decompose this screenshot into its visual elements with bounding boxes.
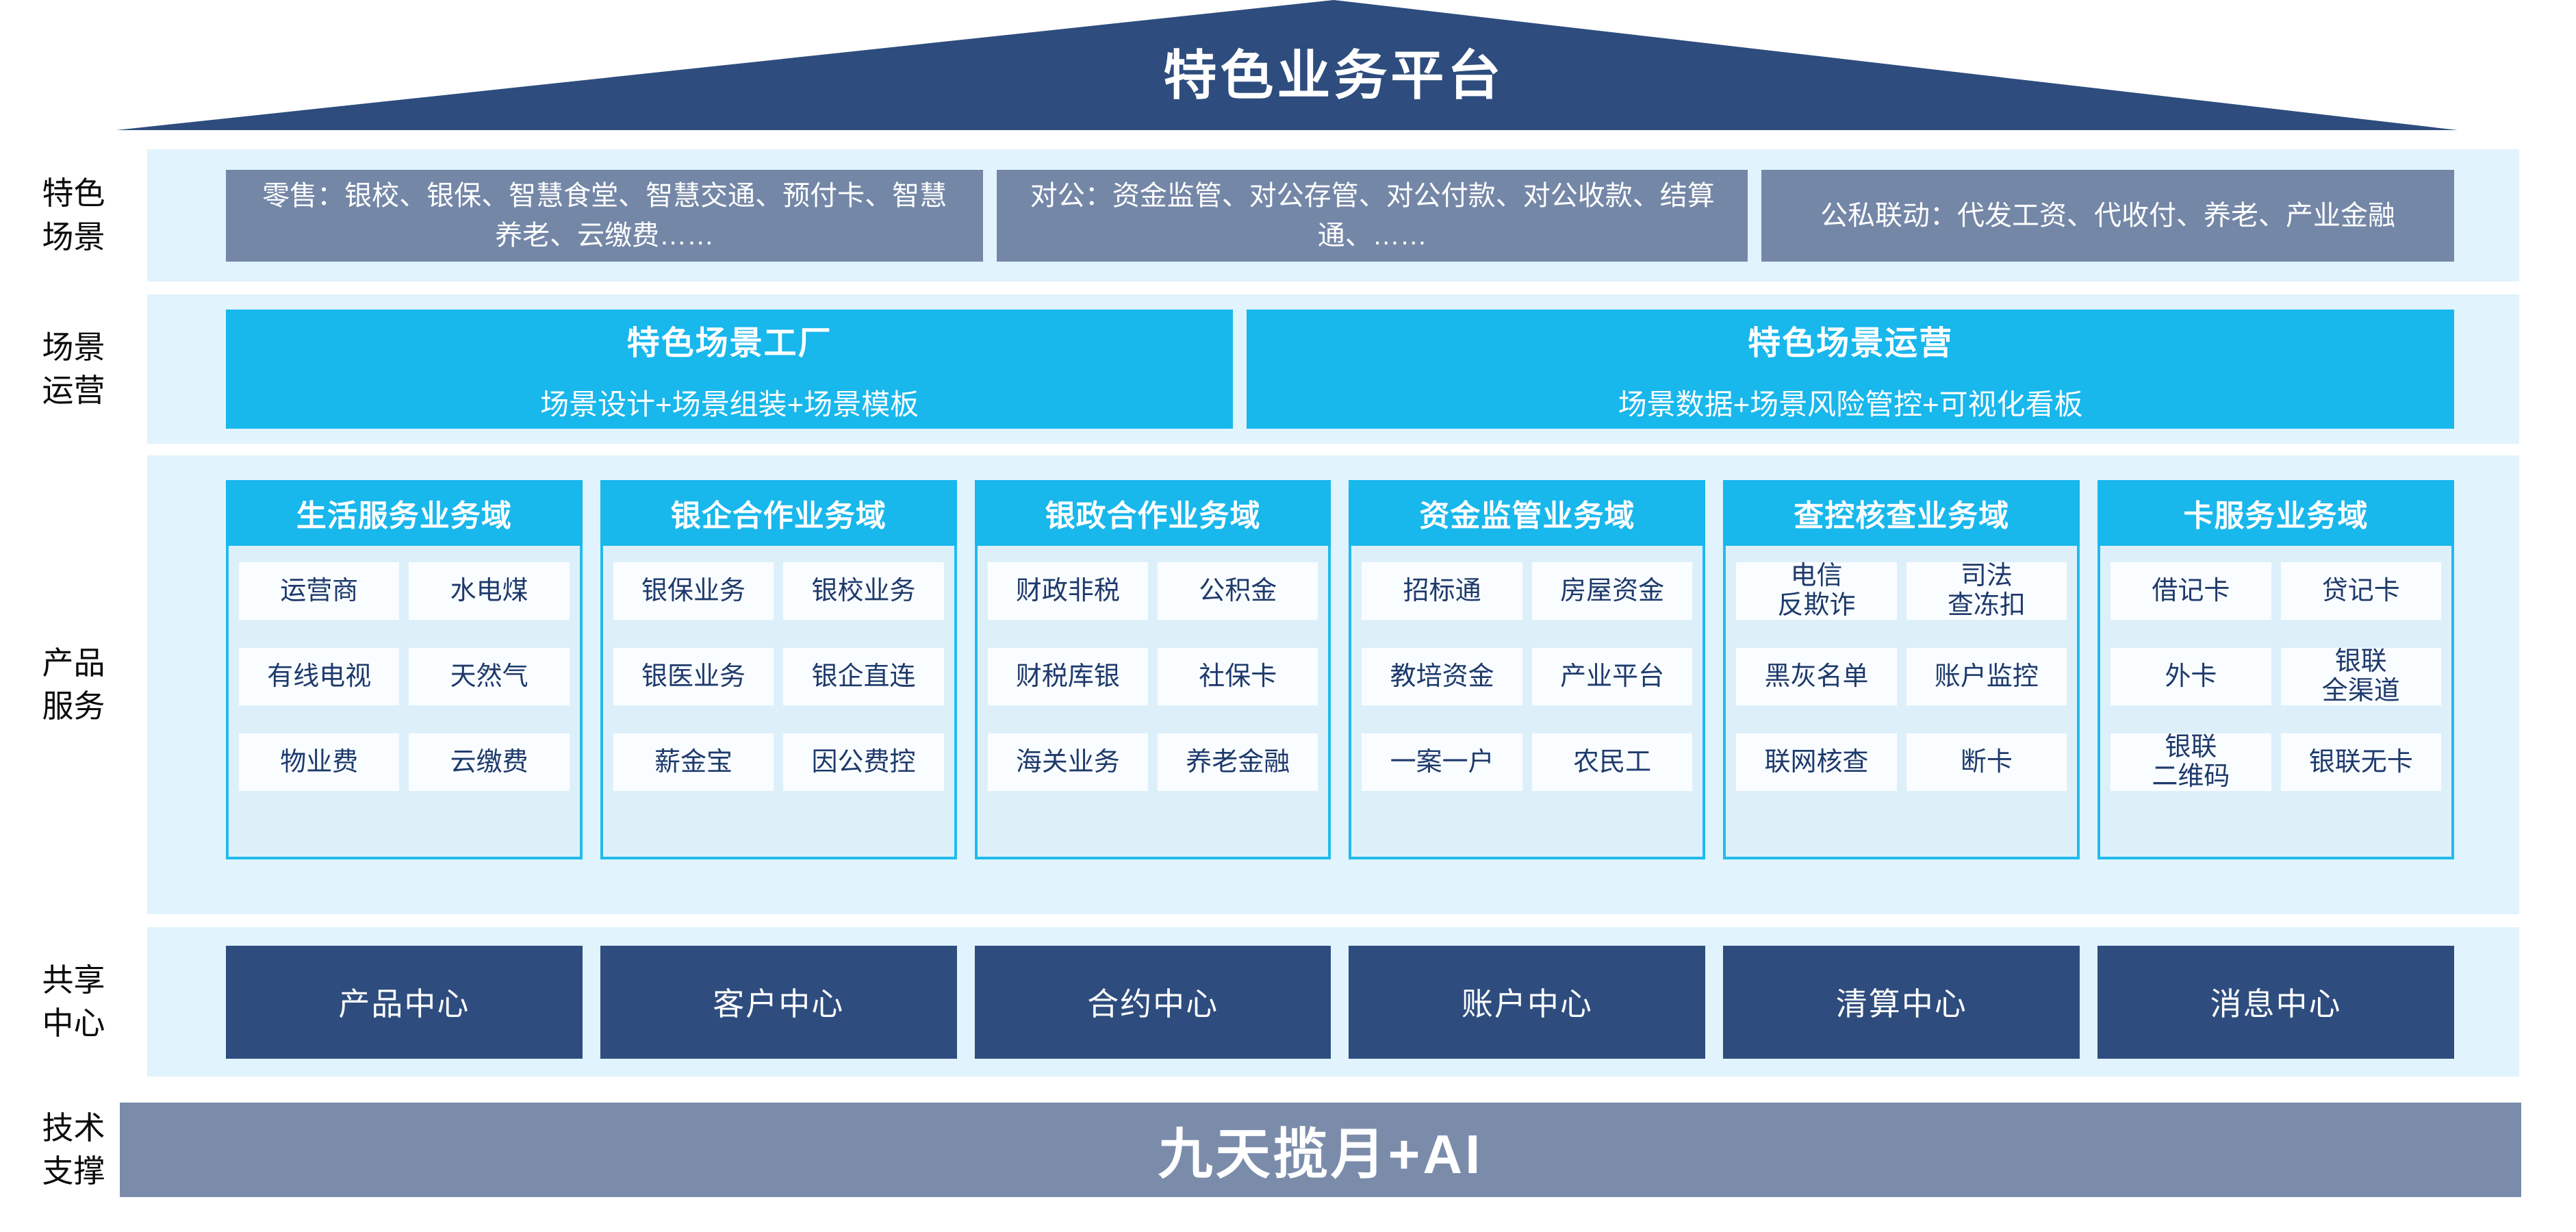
scene-operation-subtitle: 场景数据+场景风险管控+可视化看板 xyxy=(1618,388,2083,420)
product-cell: 外卡 xyxy=(2110,648,2271,705)
product-cell: 公积金 xyxy=(1158,562,1318,620)
shared-row-panel: 产品中心 客户中心 合约中心 账户中心 清算中心 消息中心 xyxy=(147,927,2519,1077)
product-cell: 司法 查冻扣 xyxy=(1906,562,2067,620)
scene-factory-box: 特色场景工厂 场景设计+场景组装+场景模板 xyxy=(226,310,1234,429)
product-cell: 贷记卡 xyxy=(2280,562,2441,620)
product-cell: 一案一户 xyxy=(1362,733,1522,791)
row-label-shared: 共享 中心 xyxy=(42,961,105,1041)
product-cell: 养老金融 xyxy=(1158,733,1318,791)
column-header: 查控核查业务域 xyxy=(1723,480,2080,546)
product-cell: 天然气 xyxy=(409,648,570,705)
product-cell: 运营商 xyxy=(239,562,400,620)
column-body: 运营商 水电煤 有线电视 天然气 物业费 云缴费 xyxy=(226,546,583,859)
product-row-panel: 生活服务业务域 运营商 水电煤 有线电视 天然气 物业费 云缴费 银企合作业务域… xyxy=(147,455,2519,914)
column-header: 银政合作业务域 xyxy=(974,480,1331,546)
center-box-message: 消息中心 xyxy=(2097,945,2454,1059)
center-box-contract: 合约中心 xyxy=(974,945,1331,1059)
column-header: 卡服务业务域 xyxy=(2097,480,2454,546)
product-cell: 物业费 xyxy=(239,733,400,791)
column-body: 电信 反欺诈 司法 查冻扣 黑灰名单 账户监控 联网核查 断卡 xyxy=(1723,546,2080,859)
product-cell: 银联无卡 xyxy=(2280,733,2441,791)
scene-box-retail: 零售：银校、银保、智慧食堂、智慧交通、预付卡、智慧养老、云缴费…… xyxy=(226,169,984,262)
product-cell: 银校业务 xyxy=(783,562,944,620)
product-cell: 产业平台 xyxy=(1531,648,1693,705)
column-body: 银保业务 银校业务 银医业务 银企直连 薪金宝 因公费控 xyxy=(600,546,957,859)
column-body: 借记卡 贷记卡 外卡 银联 全渠道 银联 二维码 银联无卡 xyxy=(2097,546,2454,859)
product-cell: 联网核查 xyxy=(1736,733,1897,791)
center-box-product: 产品中心 xyxy=(226,945,583,1059)
scene-box-corporate: 对公：资金监管、对公存管、对公付款、对公收款、结算通、…… xyxy=(997,169,1748,262)
scene-factory-subtitle: 场景设计+场景组装+场景模板 xyxy=(540,388,919,420)
column-header: 生活服务业务域 xyxy=(226,480,583,546)
product-cell: 薪金宝 xyxy=(613,733,774,791)
product-cell: 云缴费 xyxy=(409,733,570,791)
product-cell: 借记卡 xyxy=(2110,562,2271,620)
product-cell: 黑灰名单 xyxy=(1736,648,1897,705)
column-header: 资金监管业务域 xyxy=(1349,480,1706,546)
scene-operation-box: 特色场景运营 场景数据+场景风险管控+可视化看板 xyxy=(1247,310,2454,429)
row-label-tech: 技术 支撑 xyxy=(42,1109,105,1189)
product-cell: 银保业务 xyxy=(613,562,774,620)
product-column-bank-government: 银政合作业务域 财政非税 公积金 财税库银 社保卡 海关业务 养老金融 xyxy=(974,480,1331,859)
column-body: 招标通 房屋资金 教培资金 产业平台 一案一户 农民工 xyxy=(1349,546,1706,859)
product-cell: 银联 全渠道 xyxy=(2280,647,2441,705)
product-column-inquiry-control: 查控核查业务域 电信 反欺诈 司法 查冻扣 黑灰名单 账户监控 联网核查 断卡 xyxy=(1723,480,2080,859)
product-cell: 水电煤 xyxy=(409,562,570,620)
product-cell: 农民工 xyxy=(1531,733,1693,791)
center-box-account: 账户中心 xyxy=(1349,945,1706,1059)
scene-box-public-private: 公私联动：代发工资、代收付、养老、产业金融 xyxy=(1761,169,2455,262)
product-cell: 账户监控 xyxy=(1906,648,2067,705)
row-label-operation: 场景 运营 xyxy=(42,329,105,408)
product-cell: 电信 反欺诈 xyxy=(1736,562,1897,620)
operation-row-panel: 特色场景工厂 场景设计+场景组装+场景模板 特色场景运营 场景数据+场景风险管控… xyxy=(147,294,2519,444)
column-body: 财政非税 公积金 财税库银 社保卡 海关业务 养老金融 xyxy=(974,546,1331,859)
product-cell: 银医业务 xyxy=(613,648,774,705)
product-cell: 断卡 xyxy=(1906,733,2067,791)
product-cell: 银联 二维码 xyxy=(2110,733,2271,791)
row-label-scenes: 特色 场景 xyxy=(42,175,105,255)
product-cell: 因公费控 xyxy=(783,733,944,791)
row-label-products: 产品 服务 xyxy=(42,644,105,724)
product-cell: 社保卡 xyxy=(1158,648,1318,705)
product-cell: 教培资金 xyxy=(1362,648,1522,705)
center-box-customer: 客户中心 xyxy=(600,945,957,1059)
page-title: 特色业务平台 xyxy=(1163,45,1505,105)
product-column-life-services: 生活服务业务域 运营商 水电煤 有线电视 天然气 物业费 云缴费 xyxy=(226,480,583,859)
product-column-card-services: 卡服务业务域 借记卡 贷记卡 外卡 银联 全渠道 银联 二维码 银联无卡 xyxy=(2097,480,2454,859)
product-cell: 银企直连 xyxy=(783,648,944,705)
product-column-fund-supervision: 资金监管业务域 招标通 房屋资金 教培资金 产业平台 一案一户 农民工 xyxy=(1349,480,1706,859)
product-cell: 招标通 xyxy=(1362,562,1522,620)
column-header: 银企合作业务域 xyxy=(600,480,957,546)
product-cell: 财税库银 xyxy=(987,648,1149,705)
product-column-bank-enterprise: 银企合作业务域 银保业务 银校业务 银医业务 银企直连 薪金宝 因公费控 xyxy=(600,480,957,859)
scene-row-panel: 零售：银校、银保、智慧食堂、智慧交通、预付卡、智慧养老、云缴费…… 对公：资金监… xyxy=(147,149,2519,281)
scene-factory-title: 特色场景工厂 xyxy=(626,325,832,362)
center-box-clearing: 清算中心 xyxy=(1723,945,2080,1059)
product-cell: 有线电视 xyxy=(239,648,400,705)
product-cell: 财政非税 xyxy=(987,562,1149,620)
roof-banner: 特色业务平台 xyxy=(116,0,2458,130)
product-cell: 房屋资金 xyxy=(1531,562,1693,620)
tech-support-bar: 九天揽月+AI xyxy=(120,1103,2521,1197)
product-cell: 海关业务 xyxy=(987,733,1149,791)
scene-operation-title: 特色场景运营 xyxy=(1748,325,1954,362)
